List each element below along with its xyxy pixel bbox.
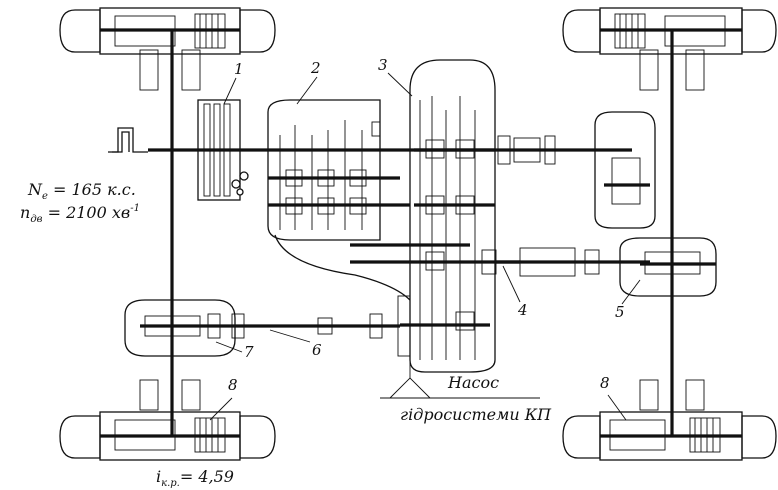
label-final-drive-8-right: 8 [600,374,610,392]
label-cardan-6: 6 [312,341,322,359]
cardan-shaft-6 [317,313,400,339]
front-drive-line [497,111,656,229]
pump-label-line2: гідросистеми КП [400,405,552,424]
label-cardan-4: 4 [517,301,528,319]
transfer-box-3 [350,59,520,373]
label-differential-5: 5 [615,303,625,321]
leader-lines [209,72,641,421]
rear-cardan-4 [481,247,650,277]
label-differential-7: 7 [244,343,254,361]
final-drive-front-left [99,7,241,55]
label-gearbox-2: 2 [310,59,321,77]
differential-7 [124,299,330,357]
final-drive-rear-left [99,411,241,461]
right-vertical-shafts [639,30,705,436]
pump-label-line1: Насос [447,373,499,392]
label-final-drive-8-left: 8 [228,376,238,394]
left-vertical-shafts [139,30,201,436]
wheel-rear-left [59,415,276,459]
engine-power-label: Ne = 165 к.с. [27,180,136,202]
ratio-label: iк.р.= 4,59 [156,467,234,489]
wheel-rear-right [562,415,777,459]
wheel-front-right-hub [239,9,276,53]
engine-speed-label: nдв = 2100 хв-1 [20,203,140,225]
engine-symbol [108,127,148,153]
label-clutch-1: 1 [234,60,244,78]
wheel-front-left [59,9,101,53]
wheel-front-right [562,9,777,53]
label-transfer-3: 3 [378,56,388,74]
gearbox-2 [267,99,411,301]
